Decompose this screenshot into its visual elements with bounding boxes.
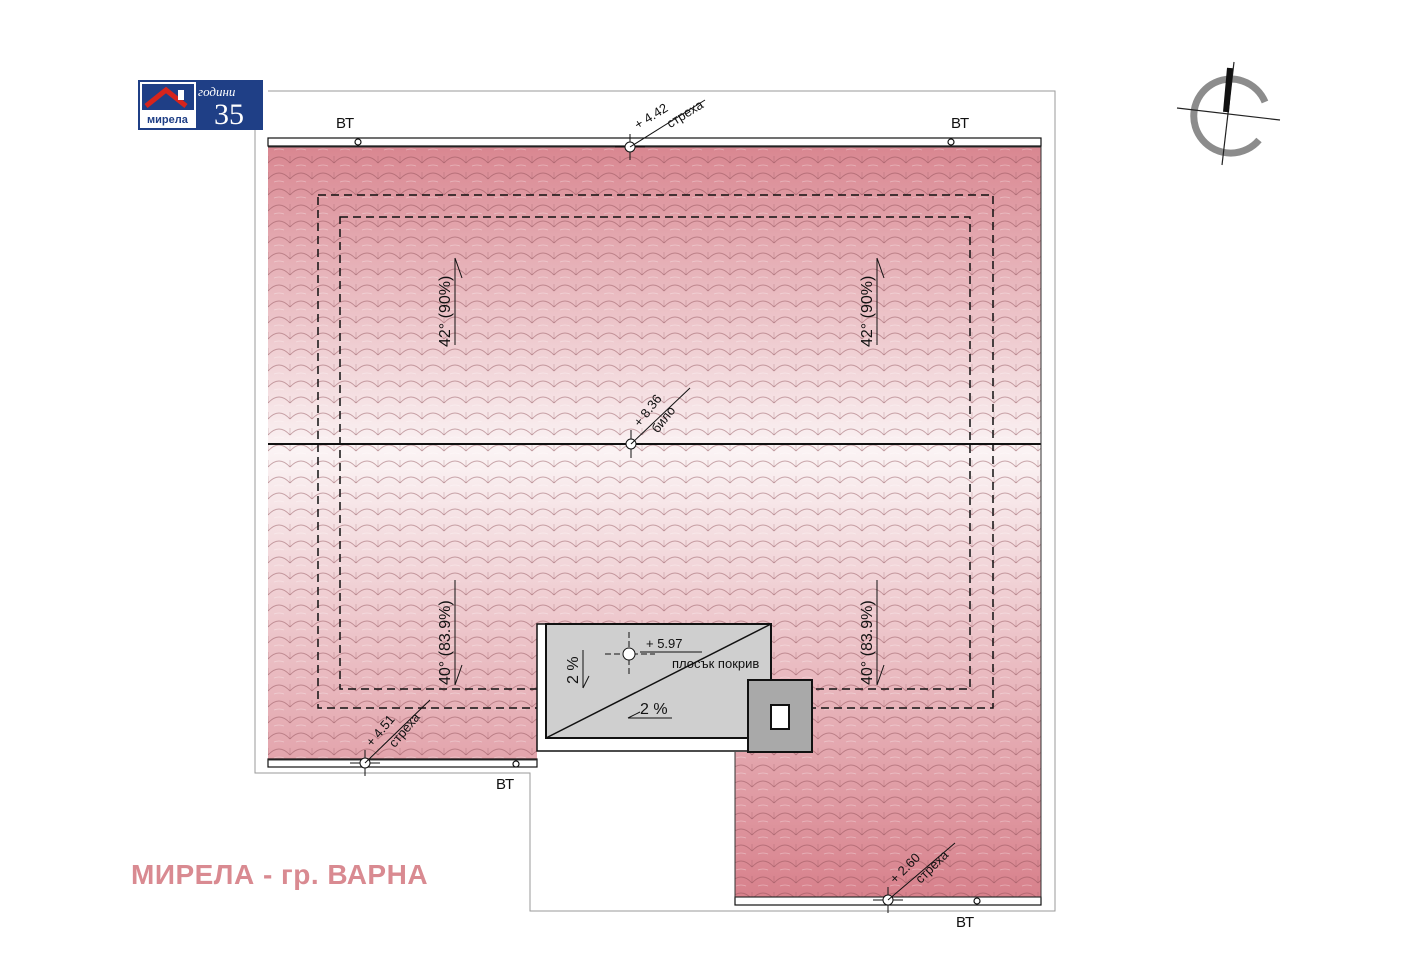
downpipe-label-bottom-left: ВТ [496,776,514,793]
downpipe-label-bottom-right: ВТ [956,914,974,931]
chimney [747,679,813,753]
level-label-eave-top: стреха [664,96,707,130]
north-arrow-icon [1176,61,1281,166]
svg-text:42° (90%): 42° (90%) [437,276,454,347]
downpipe-label-top-right: ВТ [951,115,969,132]
downpipe-marker [947,138,955,146]
slope-south-left: 40° (83.9%) [437,580,463,686]
slope-north-left: 42° (90%) [437,257,463,347]
company-location-text: МИРЕЛА - гр. ВАРНА [131,859,429,890]
slope-flat-vertical: 2 % [565,650,590,689]
downpipe-marker [512,760,520,768]
company-logo: мирела години 35 [138,80,263,131]
gutter-left [267,758,538,768]
main-roof [267,137,1042,906]
svg-text:40° (83.9%): 40° (83.9%) [859,600,876,685]
svg-text:2 %: 2 % [640,701,668,718]
svg-text:42° (90%): 42° (90%) [859,276,876,347]
level-marker-flat-roof: + 5.97 плосък покрив [605,632,759,676]
level-value-flat-roof: + 5.97 [646,636,683,651]
logo-years-number: 35 [214,98,244,130]
slope-flat-horizontal: 2 % [627,701,672,719]
logo-brand-text: мирела [147,114,189,126]
level-label-flat-roof: плосък покрив [672,656,759,671]
downpipe-marker [354,138,362,146]
downpipe-label-top-left: ВТ [336,115,354,132]
svg-text:40° (83.9%): 40° (83.9%) [437,600,454,685]
slope-south-right: 40° (83.9%) [859,580,885,686]
level-value-eave-top: + 4.42 [632,100,671,132]
logo-years-word: години [198,84,236,99]
gutter-top [267,137,1042,147]
slope-north-right: 42° (90%) [859,257,885,347]
svg-text:2 %: 2 % [565,656,582,684]
plot-outline [254,90,1056,912]
downpipe-marker [973,897,981,905]
